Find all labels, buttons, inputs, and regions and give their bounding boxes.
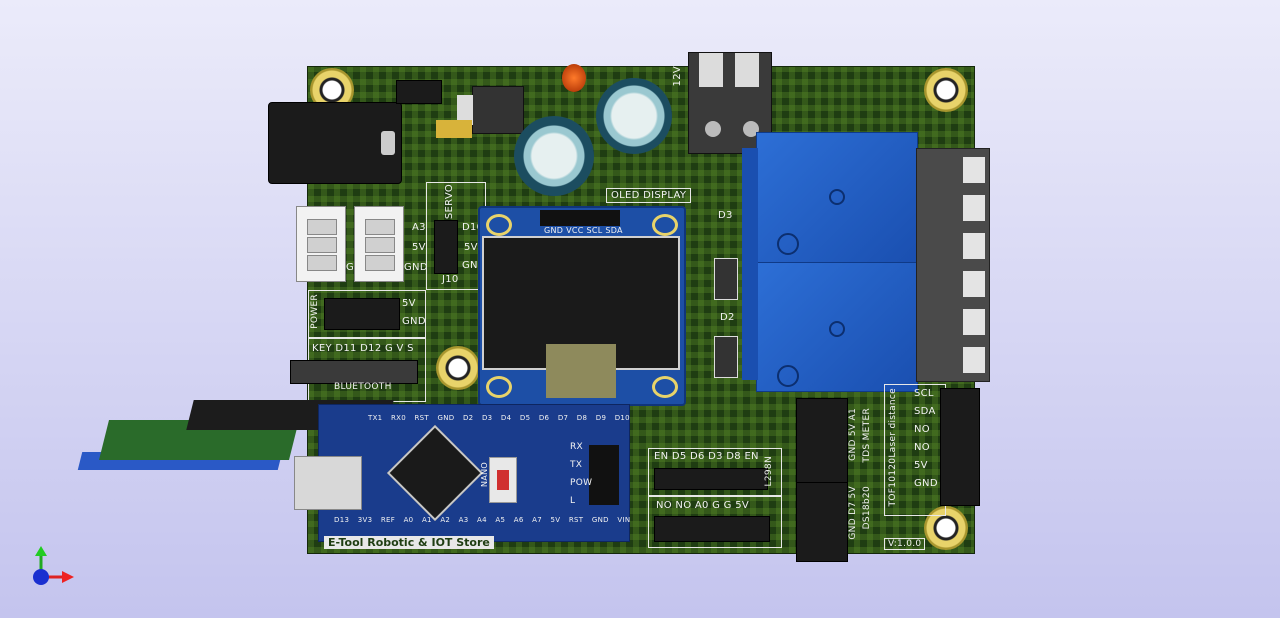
jst-connector — [354, 206, 404, 282]
led — [562, 64, 586, 92]
label-tds: GND 5V A1 — [848, 408, 858, 461]
label-tof-5v: 5V — [914, 460, 928, 471]
label-d3: D3 — [718, 210, 733, 221]
label-servo-gnd: GND — [462, 260, 486, 271]
label-nano-bottom-pins: D13 3V3 REF A0 A1 A2 A3 A4 A5 A6 A7 5V R… — [334, 516, 631, 524]
label-5v: 5V — [412, 242, 426, 253]
smd-pad — [436, 120, 472, 138]
mounting-hole — [924, 506, 968, 550]
label-l298n-row: EN D5 D6 D3 D8 EN — [654, 451, 759, 462]
store-label: E-Tool Robotic & IOT Store — [324, 536, 494, 549]
relay-2 — [756, 262, 918, 392]
dc-jack — [268, 102, 402, 184]
tds-connector — [796, 398, 848, 484]
label-tof-scl: SCL — [914, 388, 934, 399]
label-d10: D10 — [462, 222, 484, 233]
label-oled-pins: GND VCC SCL SDA — [544, 226, 623, 235]
label-tof-no1: NO — [914, 424, 930, 435]
label-d2: D2 — [720, 312, 735, 323]
voltage-regulator — [457, 86, 524, 134]
jst-connector — [296, 206, 346, 282]
label-12v: 12V — [672, 66, 683, 87]
label-nano-pow: POW — [570, 478, 593, 488]
diode-d3 — [714, 258, 738, 300]
label-tof-gnd: GND — [914, 478, 938, 489]
power-header-box — [308, 290, 426, 338]
servo-pin-header — [434, 220, 458, 274]
relay-base — [742, 148, 758, 380]
bottom-pin-header — [654, 516, 770, 542]
version-label: V:1.0.0 — [884, 538, 926, 550]
oled-flex-cable — [546, 344, 616, 398]
label-servo: SERVO — [444, 184, 455, 220]
bluetooth-pin-header — [290, 360, 418, 384]
l298n-pin-header — [654, 468, 768, 490]
label-tds-title: TDS METER — [862, 408, 872, 463]
label-bottom-row: NO NO A0 G G 5V — [656, 500, 750, 511]
label-servo-5v: 5V — [464, 242, 478, 253]
label-key-row: KEY D11 D12 G V S — [312, 343, 414, 354]
label-tof-sda: SDA — [914, 406, 936, 417]
label-g: G — [346, 262, 355, 273]
relay-terminal — [916, 148, 990, 382]
axis-gizmo[interactable] — [32, 546, 76, 588]
label-power-5v: 5V — [402, 298, 416, 309]
label-nano-rx: RX — [570, 442, 584, 452]
capacitor — [596, 78, 672, 154]
label-ds18: GND D7 5V — [848, 486, 858, 540]
diode-d2 — [714, 336, 738, 378]
label-ds18-title: DS18b20 — [862, 486, 872, 530]
l298n-header-box — [648, 448, 782, 496]
label-gnd: GND — [404, 262, 428, 273]
usb-connector — [294, 456, 362, 510]
mounting-hole — [436, 346, 480, 390]
label-nano-top-pins: TX1 RX0 RST GND D2 D3 D4 D5 D6 D7 D8 D9 … — [368, 414, 630, 422]
label-a3: A3 — [412, 222, 426, 233]
label-oled-display: OLED DISPLAY — [606, 188, 692, 203]
label-l298n: L298N — [764, 456, 774, 487]
ds18b20-connector — [796, 482, 848, 562]
mounting-hole — [924, 68, 968, 112]
label-bluetooth: BLUETOOTH — [334, 382, 392, 392]
label-nano: NANO — [480, 462, 489, 487]
label-power-gnd: GND — [402, 316, 426, 327]
power-pin-header — [324, 298, 400, 330]
axis-gizmo-icon — [33, 546, 74, 585]
label-nano-l: L — [570, 496, 576, 506]
label-j10: J10 — [442, 274, 459, 285]
bottom-header-box — [648, 496, 782, 548]
arduino-nano — [318, 404, 630, 542]
label-power: POWER — [310, 294, 320, 329]
label-nano-tx: TX — [570, 460, 583, 470]
label-tof-no2: NO — [914, 442, 930, 453]
capacitor — [514, 116, 594, 196]
smd-diode — [396, 80, 442, 104]
tof-pin-header — [940, 388, 980, 506]
relay-1 — [756, 132, 918, 264]
label-tof-title: TOF10120Laser distance — [888, 388, 898, 507]
